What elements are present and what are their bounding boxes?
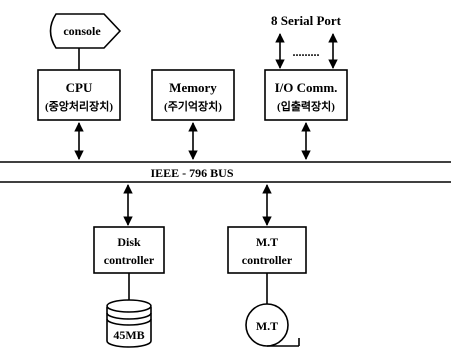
memory-title: Memory (169, 80, 217, 95)
memory-subtitle: (주기억장치) (164, 99, 222, 113)
disk-storage-cylinder: 45MB (106, 299, 152, 348)
serial-port-group: 8 Serial Port ......... (271, 13, 342, 69)
console-node: console (49, 13, 122, 49)
memory-block: Memory (주기억장치) (151, 69, 235, 121)
disk-controller-box (93, 226, 165, 274)
tape-reel-label: M.T (256, 319, 278, 333)
cpu-box (37, 69, 121, 121)
disk-storage-label: 45MB (113, 328, 144, 342)
disk-cylinder-band-1 (106, 312, 152, 320)
io-box (264, 69, 348, 121)
io-subtitle: (입출력장치) (277, 99, 335, 113)
mt-controller-line1: M.T (256, 235, 278, 249)
disk-controller-line2: controller (104, 253, 155, 267)
disk-cylinder-band-2 (106, 318, 152, 326)
bus-label-background (128, 165, 256, 179)
memory-box (151, 69, 235, 121)
console-shape (49, 13, 122, 49)
ieee-796-bus: IEEE - 796 BUS (0, 161, 451, 183)
cpu-subtitle: (중앙처리장치) (45, 99, 113, 113)
bus-label: IEEE - 796 BUS (150, 166, 233, 180)
io-title: I/O Comm. (275, 80, 338, 95)
serial-port-label: 8 Serial Port (271, 13, 342, 28)
disk-cylinder-body (106, 307, 152, 348)
magnetic-tape-reel: M.T (245, 303, 300, 347)
cpu-block: CPU (중앙처리장치) (37, 69, 121, 121)
disk-controller-line1: Disk (117, 235, 141, 249)
mt-controller-block: M.T controller (227, 226, 307, 274)
mt-controller-box (227, 226, 307, 274)
disk-controller-block: Disk controller (93, 226, 165, 274)
disk-cylinder-top (106, 299, 152, 313)
mt-controller-line2: controller (242, 253, 293, 267)
console-label: console (63, 24, 101, 38)
io-block: I/O Comm. (입출력장치) (264, 69, 348, 121)
cpu-title: CPU (66, 80, 93, 95)
serial-port-dots: ......... (293, 45, 320, 59)
